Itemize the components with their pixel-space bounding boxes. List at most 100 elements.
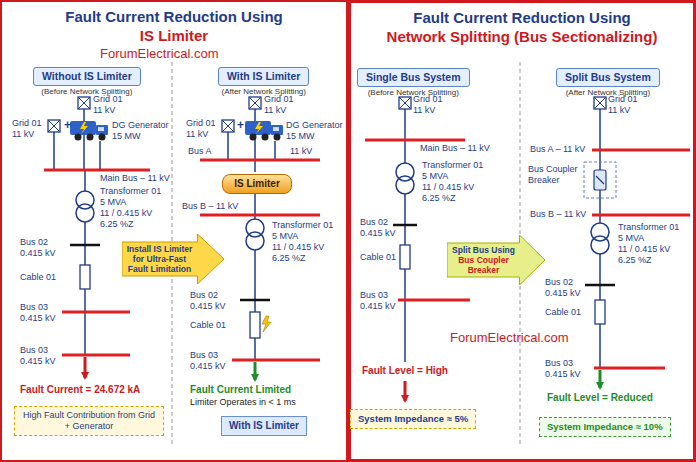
arrow-label: Install IS Limiter for Ultra-Fast Fault … [126,244,193,274]
header-text: Single Bus System [357,68,470,87]
wire-part [274,141,276,160]
grid-symbol-part [399,97,411,109]
breaker-symbol-part [594,170,606,190]
label-text: 11 / 0.415 kV [618,244,670,255]
label-text: Main Bus – 11 kV [420,143,490,154]
label-text: 11 / 0.415 kV [272,242,324,253]
box-text: High Fault Contribution from Grid + Gene… [22,410,156,432]
generator-icon-part [70,121,96,135]
label-text: 6.25 %Z [100,219,134,230]
transformer-symbol-part [246,232,264,250]
grid-symbol-part [48,120,60,132]
wire-part [254,338,256,360]
action-arrow: Install IS Limiter for Ultra-Fast Fault … [122,234,224,284]
grid-symbol-part [48,120,60,132]
wire-part [599,150,601,170]
generator-icon-part [274,134,281,141]
header-text: With IS Limiter [218,67,309,86]
bolt-icon [262,316,271,332]
section-header: Without IS Limiter(Before Network Splitt… [33,66,141,96]
cable-symbol [250,312,260,338]
bus-bar [240,299,270,302]
label-text: Grid 01 [93,94,123,105]
breaker-symbol-part [596,176,604,184]
header-text: Without IS Limiter [33,67,141,86]
wire-part [404,109,406,140]
grid-symbol-part [594,97,606,109]
label-text: 5 MVA [272,231,298,242]
arrow-label: Split Bus Using [451,245,516,255]
label-text: 11 / 0.415 kV [100,208,152,219]
impedance-box: System Impedance ≈ 10% [539,417,671,437]
box-text: With IS Limiter [229,420,299,432]
label-text: 15 MW [286,131,315,142]
label-text: 5 MVA [618,233,644,244]
bus-bar [62,354,130,357]
label-text: 0.415 kV [20,356,56,367]
label-text: Cable 01 [360,252,396,263]
label-text: 11 kV [413,105,435,116]
wire-part [84,222,86,245]
label-text: 0.415 kV [20,248,56,259]
bus-bar [585,284,615,287]
grid-symbol-part [78,97,90,109]
label-text: Bus A [188,146,212,157]
arrow-outline [122,234,224,284]
label-text: 11 kV [290,146,312,157]
label-text: Bus B – 11 kV [530,209,586,220]
wire-part [404,194,406,245]
label-text: Bus 02 [360,217,388,228]
section-header: Split Bus System(After Network Splitting… [556,67,660,97]
wire-part [254,250,256,312]
label-text: Cable 01 [20,272,56,283]
transformer-symbol [76,191,94,222]
bus-bar [592,214,690,217]
label-text: 0.415 kV [545,288,581,299]
grid-symbol [594,97,606,109]
generator-icon-part [75,134,82,141]
cable-symbol [595,300,605,324]
grid-symbol-part [399,97,411,109]
label-text: Bus 02 [545,277,573,288]
label-text: 11 kV [608,105,630,116]
label-text: 11 kV [186,129,208,140]
section-header: Single Bus System(Before Network Splitti… [357,67,470,97]
label-text: 0.415 kV [360,228,396,239]
coupler-frame [584,162,616,198]
wire-part [227,132,229,160]
label-text: Fault Level = Reduced [547,392,653,404]
breaker-symbol [594,170,606,190]
transformer-symbol [591,223,609,254]
transformer-symbol-part [76,204,94,222]
label-text: + [64,118,71,132]
wire-part [404,269,406,362]
label-text: Transformer 01 [272,220,333,231]
is-limiter-device: IS Limiter [222,174,292,194]
generator-icon-part [250,134,257,141]
panel-title: Fault Current Reduction Using [2,7,346,26]
header-subtitle: (After Network Splitting) [218,87,309,96]
wire [599,109,601,368]
label-text: 11 kV [93,105,115,116]
wire [228,109,275,360]
label-text: Transformer 01 [422,160,483,171]
label-text: 6.25 %Z [272,253,306,264]
grid-symbol [222,120,234,132]
generator-icon-part [99,134,106,141]
section-header: With IS Limiter(After Network Splitting) [218,66,309,96]
generator-icon-part [262,134,269,141]
label-text: Grid 01 [608,94,638,105]
label-text: Grid 01 [12,118,42,129]
label-text: Fault Current Limited [190,384,291,396]
label-text: Bus Coupler Breaker [528,164,582,186]
label-text: Transformer 01 [618,222,679,233]
generator-icon [70,121,108,141]
label-text: 0.415 kV [545,369,581,380]
wire [54,109,100,355]
grid-symbol-part [249,97,261,109]
transformer-symbol-part [591,236,609,254]
bus-bar [62,311,130,314]
result-box: With IS Limiter [221,416,307,436]
header-subtitle: (After Network Splitting) [556,88,660,97]
label-text: Cable 01 [190,320,226,331]
